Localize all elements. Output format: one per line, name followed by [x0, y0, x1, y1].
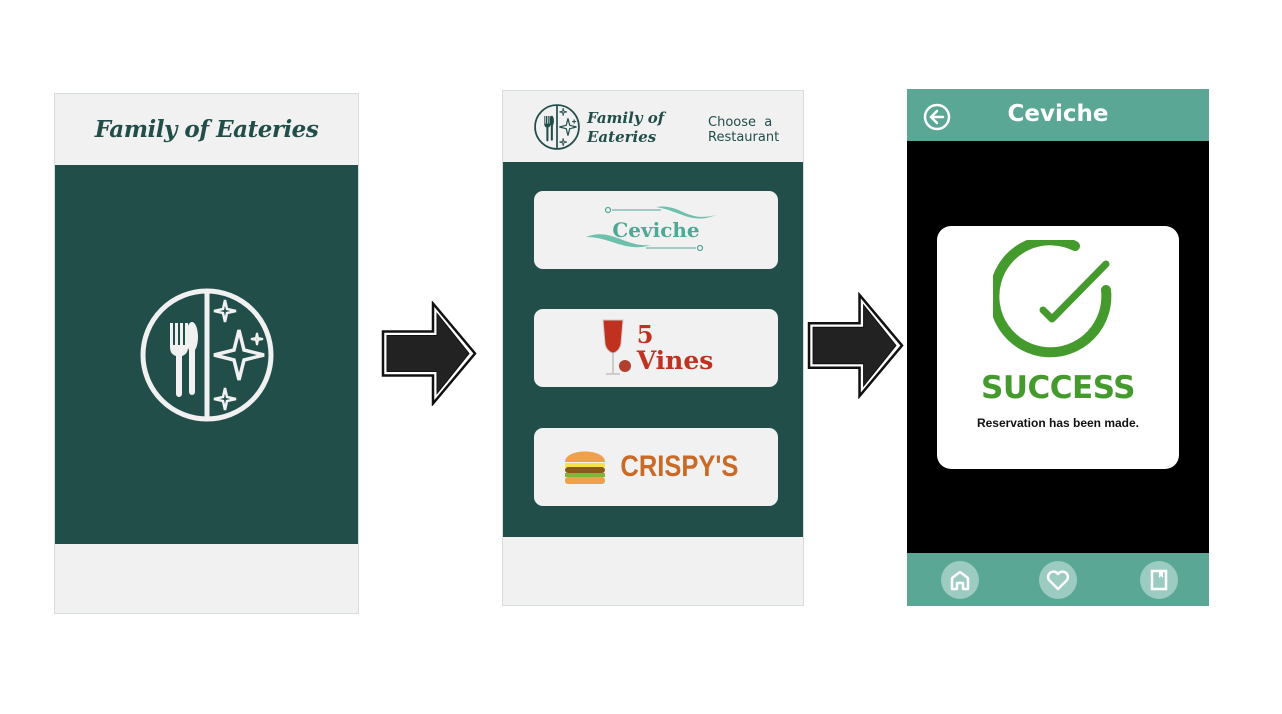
- heading-line: Restaurant: [708, 130, 780, 145]
- flow-arrow-icon: [381, 301, 477, 406]
- page-heading: Choose a Restaurant: [708, 115, 779, 145]
- splash-body: [55, 165, 358, 544]
- heading-line: Choose a: [708, 115, 773, 130]
- restaurant-list: Ceviche 5 Vines CRISPY'S: [503, 162, 803, 537]
- nav-bookmarks-button[interactable]: [1140, 561, 1178, 599]
- nav-home-button[interactable]: [941, 561, 979, 599]
- restaurant-card-5-vines[interactable]: 5 Vines: [534, 309, 778, 387]
- choose-restaurant-screen: Family of Eateries Choose a Restaurant C…: [502, 90, 804, 606]
- splash-header: Family of Eateries: [55, 94, 358, 165]
- bottom-nav: [907, 553, 1209, 606]
- brand-line: Eateries: [587, 128, 657, 146]
- name-word: Vines: [636, 346, 714, 375]
- restaurant-card-crispys[interactable]: CRISPY'S: [534, 428, 778, 506]
- flow-arrow-icon: [807, 292, 904, 399]
- wave-decoration-icon: [586, 206, 716, 252]
- brand-title: Family of Eateries: [587, 109, 664, 147]
- success-check-icon: [989, 235, 1112, 358]
- brand-line: Family of: [587, 109, 665, 127]
- success-dialog: SUCCESS Reservation has been made.: [937, 226, 1179, 469]
- choose-header: Family of Eateries Choose a Restaurant: [503, 91, 803, 162]
- success-message: Reservation has been made.: [976, 416, 1140, 430]
- success-status: SUCCESS: [981, 370, 1135, 406]
- restaurant-name: Ceviche: [612, 218, 700, 242]
- nav-favorites-button[interactable]: [1039, 561, 1077, 599]
- restaurant-name: 5 Vines: [637, 322, 714, 374]
- logo-icon: [533, 103, 581, 151]
- home-icon: [950, 570, 970, 591]
- brand-title: Family of Eateries: [94, 116, 319, 143]
- restaurant-card-ceviche[interactable]: Ceviche: [534, 191, 778, 269]
- heart-icon: [1046, 570, 1070, 591]
- back-arrow-icon[interactable]: [923, 103, 951, 131]
- splash-screen: Family of Eateries: [54, 93, 359, 614]
- family-of-eateries-logo-icon: [137, 285, 277, 425]
- wine-glass-icon: [602, 319, 631, 375]
- bookmark-icon: [1150, 569, 1168, 591]
- app-header: Ceviche: [907, 89, 1209, 141]
- page-title: Ceviche: [1007, 101, 1109, 127]
- burger-icon: [564, 451, 605, 484]
- reservation-success-screen: Ceviche SUCCESS Reservation has been mad…: [907, 89, 1209, 606]
- restaurant-name: CRISPY'S: [619, 450, 739, 483]
- name-number: 5: [636, 320, 654, 349]
